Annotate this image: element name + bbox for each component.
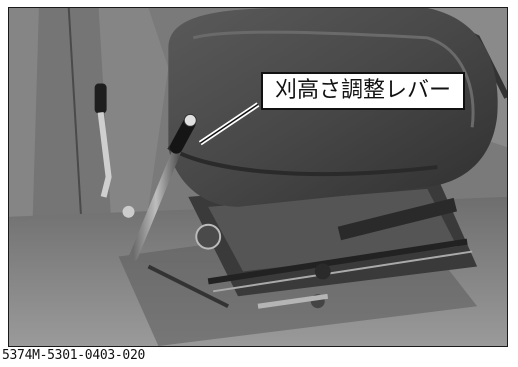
illustration-frame: 刈高さ調整レバー	[8, 7, 508, 347]
figure-code: 5374M-5301-0403-020	[2, 348, 146, 363]
seat-illustration	[9, 8, 507, 346]
callout-label: 刈高さ調整レバー	[261, 72, 466, 110]
